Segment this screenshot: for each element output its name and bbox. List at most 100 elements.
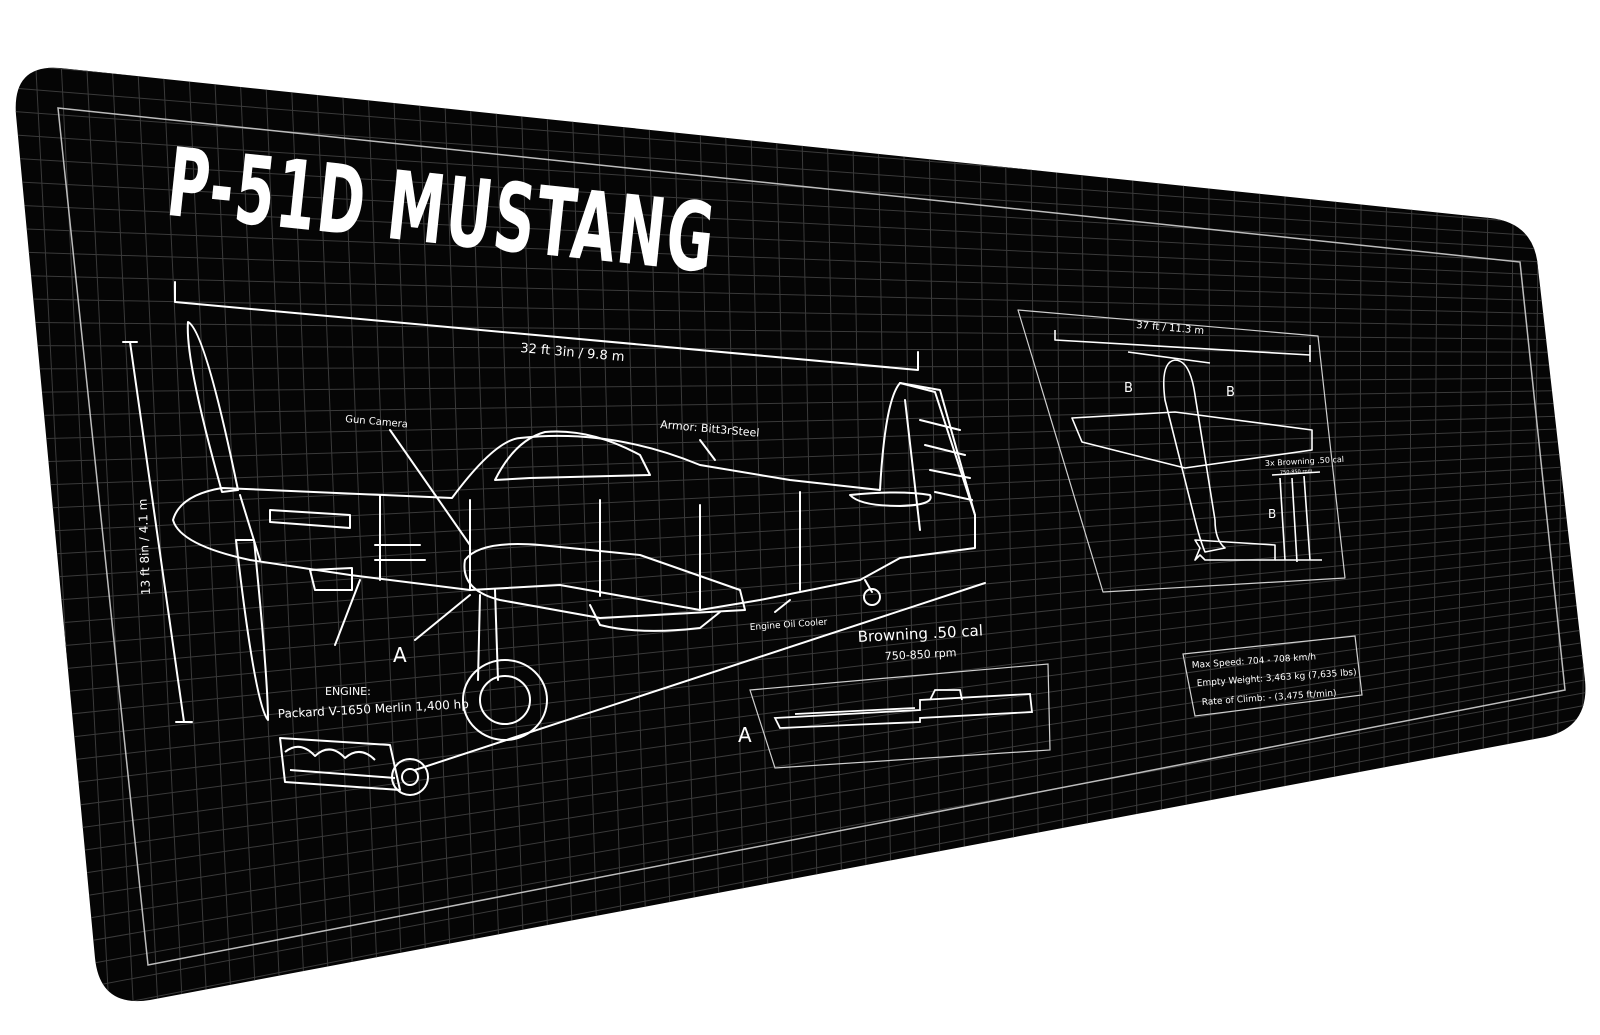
grid-line-v — [876, 67, 894, 1002]
grid-line-h — [15, 639, 1586, 887]
grid-line-h — [15, 627, 1586, 863]
top-guns-rpm-label: 750-850 rpm — [1280, 468, 1313, 476]
top-view-frame — [1017, 309, 1346, 593]
exhaust-stacks — [269, 509, 351, 529]
gun-camera-leader — [389, 429, 471, 546]
fuselage-outline — [172, 382, 976, 611]
grid-line-h — [15, 689, 1586, 981]
gun-camera-label: Gun Camera — [345, 414, 409, 430]
grid-line-h — [15, 298, 1586, 328]
grid-line-v — [774, 67, 796, 1002]
canopy — [494, 430, 651, 481]
grid-line-v — [392, 67, 428, 1002]
grid-line-v — [825, 67, 845, 1002]
grid-line-h — [15, 389, 1586, 417]
grid-line-v — [570, 67, 600, 1002]
grid-line-h — [15, 652, 1586, 910]
grid-line-h — [15, 564, 1586, 746]
grid-line-v — [1578, 67, 1586, 1002]
tail-fin — [899, 382, 976, 531]
grid-lines — [15, 67, 1586, 1002]
side-view-drawing — [122, 281, 986, 771]
grid-line-h — [15, 180, 1586, 266]
top-view-drawing — [1017, 309, 1346, 593]
grid-line-h — [15, 527, 1586, 675]
armor-leader — [699, 439, 716, 461]
grid-line-h — [15, 402, 1586, 440]
grid-line-v — [264, 67, 306, 1002]
section-b-marker-left: B — [1124, 381, 1133, 396]
grid-line-v — [800, 67, 820, 1002]
grid-line-v — [468, 67, 502, 1002]
gun-rpm-label: 750-850 rpm — [884, 646, 956, 663]
top-wings — [1071, 411, 1313, 469]
height-dimension-line — [122, 341, 193, 723]
grid-line-v — [86, 67, 134, 1002]
grid-line-v — [749, 67, 771, 1002]
horizontal-stabilizer — [849, 491, 932, 507]
grid-line-v — [723, 67, 747, 1002]
section-b-marker-right: B — [1226, 385, 1235, 400]
top-guns-label: 3x Browning .50 cal — [1265, 455, 1345, 468]
grid-line-h — [15, 664, 1586, 934]
grid-line-h — [15, 227, 1586, 291]
grid-line-h — [15, 204, 1586, 278]
grid-line-v — [443, 67, 477, 1002]
grid-line-v — [621, 67, 649, 1002]
grid-line-h — [15, 377, 1586, 393]
propeller-blade-bottom — [235, 539, 269, 721]
grid-line-h — [15, 274, 1586, 316]
grid-line-h — [15, 589, 1586, 793]
browning-gun-drawing — [773, 693, 1033, 729]
grid-line-v — [213, 67, 257, 1002]
grid-line-h — [15, 345, 1586, 353]
grid-line-v — [239, 67, 281, 1002]
engine-leader — [334, 579, 361, 646]
grid-line-h — [15, 677, 1586, 957]
oil-cooler-scoop — [589, 604, 721, 632]
grid-line-v — [672, 67, 698, 1002]
specs-box — [1182, 635, 1363, 717]
ground-line — [414, 582, 986, 771]
grid-line-v — [417, 67, 453, 1002]
height-label: 13 ft 8in / 4.1 m — [136, 499, 153, 596]
grid-line-v — [596, 67, 624, 1002]
propeller-blade-top — [186, 321, 239, 493]
top-view-guns — [1271, 471, 1322, 563]
grid-line-h — [15, 133, 1586, 241]
engine-drawing — [279, 737, 429, 796]
grid-line-v — [341, 67, 379, 1002]
wingspan-dimension-line — [1054, 330, 1311, 362]
wing — [463, 543, 746, 619]
top-fuselage — [1162, 359, 1226, 553]
grid-line-h — [15, 251, 1586, 303]
grid-line-h — [15, 702, 1586, 1002]
grid-line-v — [851, 67, 869, 1002]
section-b-marker-guns: B — [1268, 507, 1276, 521]
section-a-marker-side: A — [393, 643, 407, 667]
grid-line-v — [494, 67, 526, 1002]
grid-line-h — [15, 427, 1586, 487]
grid-line-h — [15, 577, 1586, 769]
inner-frame — [57, 107, 1566, 966]
grid-line-v — [545, 67, 575, 1002]
grid-line-h — [15, 439, 1586, 511]
grid-line-h — [15, 157, 1586, 253]
grid-line-v — [315, 67, 355, 1002]
grid-line-v — [902, 67, 918, 1002]
top-tailplane — [1194, 539, 1276, 561]
engine-heading-label: ENGINE: — [325, 685, 371, 698]
grid-line-v — [519, 67, 551, 1002]
gun-detail-box — [749, 663, 1051, 769]
grid-line-h — [15, 321, 1586, 341]
grid-line-v — [647, 67, 673, 1002]
section-a-marker-gun: A — [738, 723, 752, 747]
grid-line-h — [15, 364, 1586, 370]
main-landing-gear — [477, 589, 499, 681]
grid-line-v — [111, 67, 159, 1002]
oil-cooler-leader — [774, 599, 791, 613]
section-a-leader — [414, 594, 471, 641]
grid-line-h — [15, 714, 1586, 1002]
length-dimension-line — [174, 281, 919, 371]
